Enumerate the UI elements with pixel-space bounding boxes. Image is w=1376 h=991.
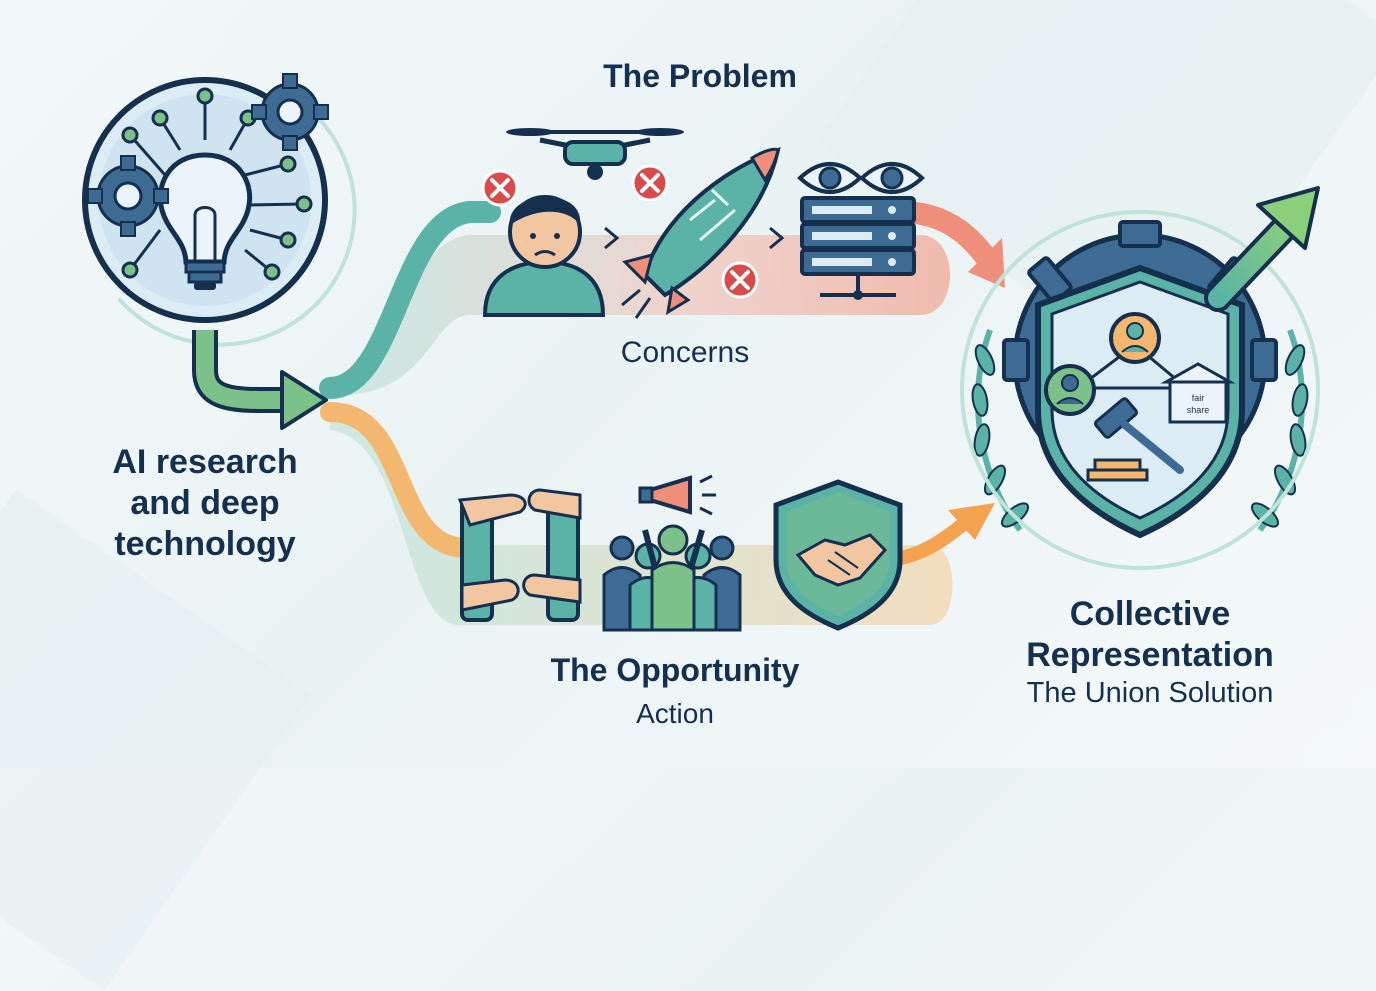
x-mark-icon [631, 164, 669, 202]
source-title-line: and deep [130, 484, 280, 522]
opportunity-arrowhead [948, 503, 995, 540]
worried-person-icon [482, 195, 606, 317]
gear-icon [251, 73, 329, 151]
solution-title-line: Representation [1026, 636, 1274, 674]
x-mark-icon [481, 169, 519, 207]
diagram-canvas: fair share [82, 73, 1320, 632]
opportunity-title: The Opportunity [550, 652, 800, 688]
crowd-icon [602, 524, 742, 632]
chevron-right-icon [604, 226, 620, 250]
source-connector-arrow [192, 330, 328, 430]
solution-title-line: Collective [1069, 595, 1231, 633]
source-title: AI research and deep technology [80, 442, 330, 565]
lightbulb-circuit-icon [82, 77, 357, 347]
sign-line-2: share [1187, 405, 1210, 415]
rocket-icon [621, 146, 781, 319]
gavel-icon [1086, 397, 1184, 482]
bank-icon: fair share [1160, 362, 1236, 424]
x-mark-icon [721, 261, 759, 299]
drone-icon [506, 128, 684, 180]
source-title-line: technology [114, 525, 296, 563]
growth-arrow-icon [1204, 186, 1320, 312]
sign-line-1: fair [1192, 393, 1205, 403]
opportunity-caption: Action [636, 698, 714, 729]
hands-unity-icon [457, 488, 582, 622]
server-icon [800, 196, 916, 300]
solution-caption: The Union Solution [1026, 677, 1274, 709]
handshake-shield-icon [773, 479, 903, 631]
people-network-icon [1044, 312, 1196, 416]
solution-title: Collective Representation [990, 594, 1310, 676]
problem-caption: Concerns [620, 336, 750, 369]
problem-arrowhead [968, 238, 1005, 288]
megaphone-icon [638, 474, 716, 516]
problem-title: The Problem [603, 58, 797, 94]
chevron-right-icon [769, 226, 785, 250]
emblem-ring [960, 210, 1320, 570]
surveillance-eyes-icon [797, 162, 925, 194]
gear-icon [87, 155, 169, 237]
source-title-line: AI research [112, 443, 298, 481]
